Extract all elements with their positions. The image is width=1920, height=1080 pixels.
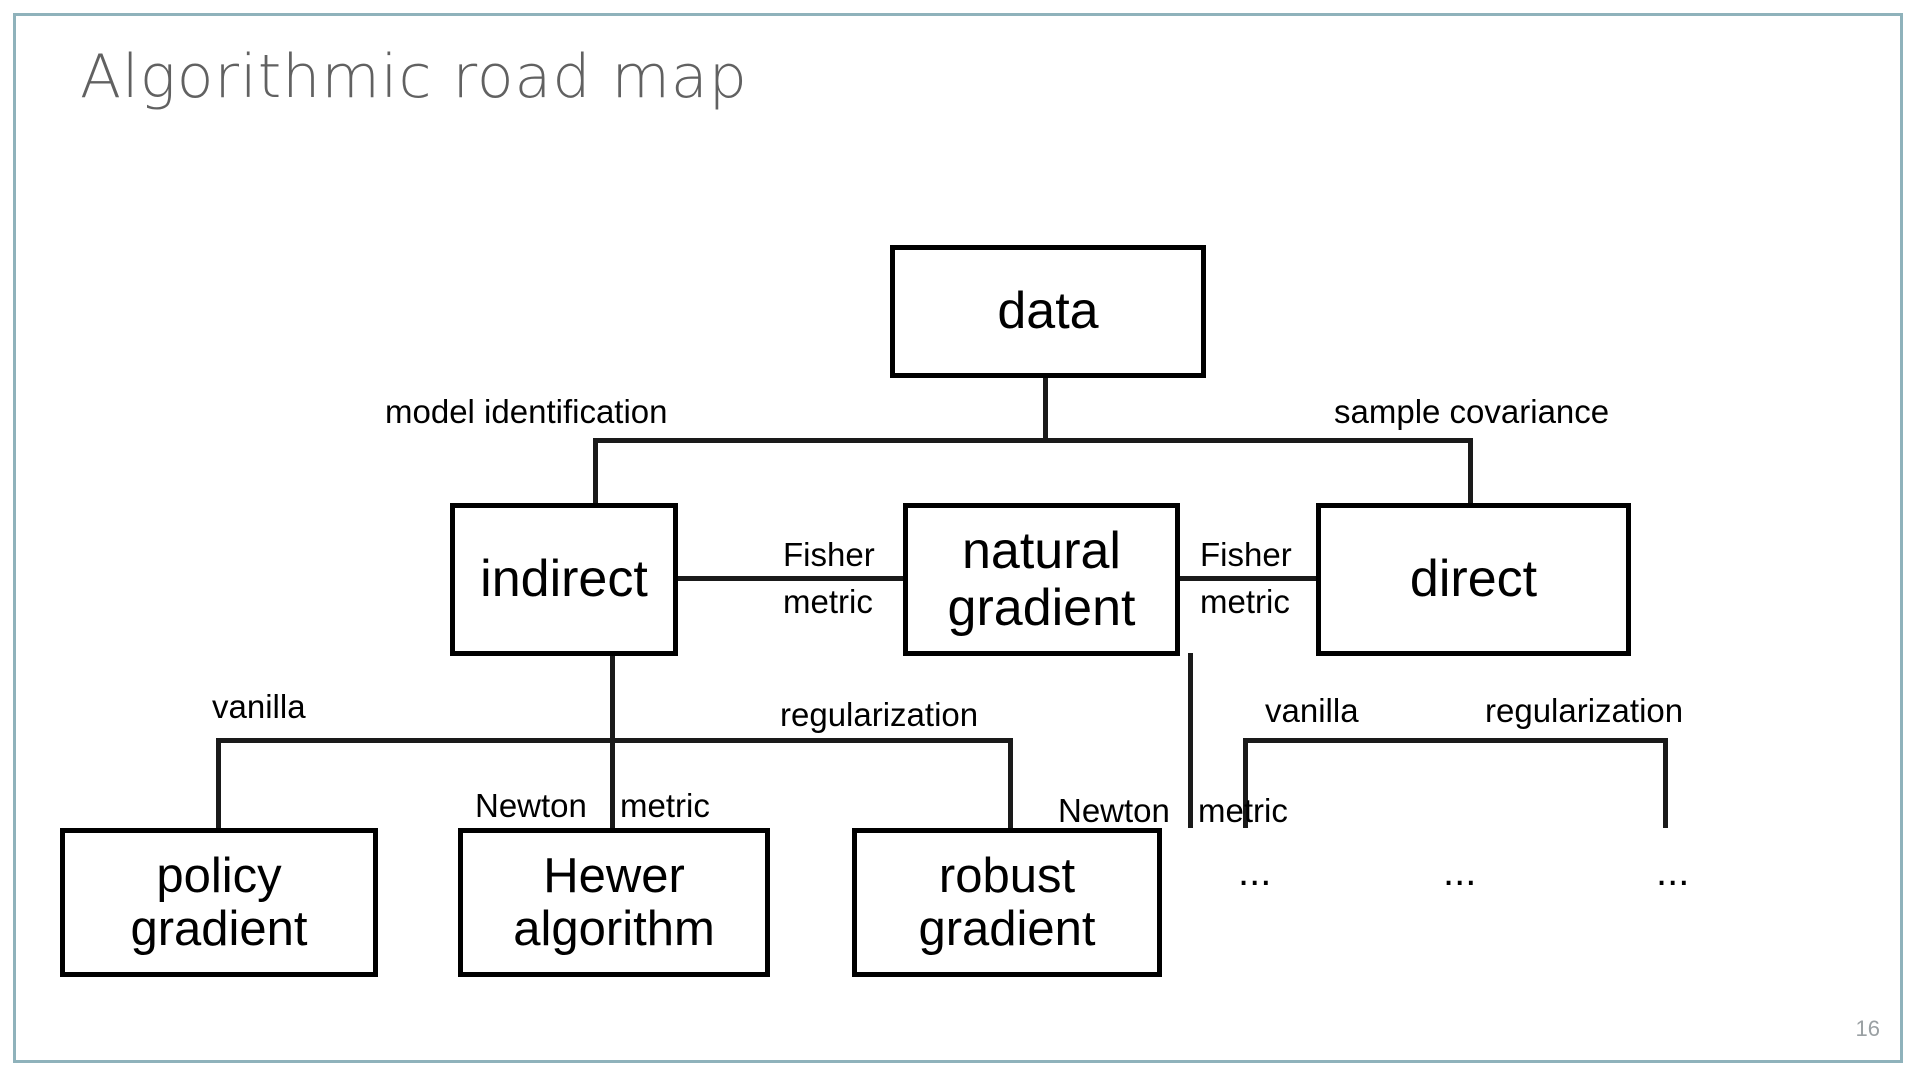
node-hewer-algorithm[interactable]: Hewer algorithm: [458, 828, 770, 977]
page-number: 16: [1855, 1016, 1880, 1041]
edge-label-regularization-right: regularization: [1485, 692, 1684, 729]
node-data[interactable]: data: [890, 245, 1206, 378]
connector-direct-stem: [1188, 653, 1193, 828]
edge-label-fisher-left-top: Fisher: [783, 536, 875, 573]
node-natural-gradient[interactable]: natural gradient: [903, 503, 1180, 656]
edge-label-vanilla-right: vanilla: [1265, 692, 1359, 729]
placeholder-ellipsis-three: ...: [1656, 850, 1690, 894]
connector-to-indirect: [593, 438, 598, 506]
node-indirect[interactable]: indirect: [450, 503, 678, 656]
connector-level3-right-bus: [1243, 738, 1668, 743]
connector-to-policy-gradient: [216, 738, 221, 830]
edge-label-newton-metric-right-first: Newton: [1058, 792, 1170, 829]
page-title: Algorithmic road map: [80, 42, 748, 112]
connector-to-direct: [1468, 438, 1473, 506]
edge-label-newton-metric-left-second: metric: [620, 787, 710, 824]
connector-data-stem: [1043, 377, 1048, 443]
edge-label-newton-metric-left-first: Newton: [475, 787, 587, 824]
connector-natural-direct: [1177, 576, 1318, 581]
edge-label-vanilla-left: vanilla: [212, 688, 306, 725]
connector-indirect-natural: [676, 576, 906, 581]
edge-label-fisher-right-top: Fisher: [1200, 536, 1292, 573]
connector-right-stub-right: [1663, 738, 1668, 828]
node-policy-gradient[interactable]: policy gradient: [60, 828, 378, 977]
edge-label-newton-metric-right-second: metric: [1198, 792, 1288, 829]
placeholder-ellipsis-one: ...: [1238, 850, 1272, 894]
node-robust-gradient[interactable]: robust gradient: [852, 828, 1162, 977]
edge-label-fisher-left-bottom: metric: [783, 583, 873, 620]
connector-level3-left-bus: [216, 738, 1013, 743]
connector-level2-bus: [593, 438, 1473, 443]
connector-right-stub-left: [1243, 738, 1248, 828]
edge-label-model-identification: model identification: [385, 393, 668, 430]
edge-label-regularization-left: regularization: [780, 696, 979, 733]
edge-label-fisher-right-bottom: metric: [1200, 583, 1290, 620]
connector-to-robust-gradient: [1008, 738, 1013, 830]
edge-label-sample-covariance: sample covariance: [1334, 393, 1610, 430]
node-direct[interactable]: direct: [1316, 503, 1631, 656]
placeholder-ellipsis-two: ...: [1443, 850, 1477, 894]
